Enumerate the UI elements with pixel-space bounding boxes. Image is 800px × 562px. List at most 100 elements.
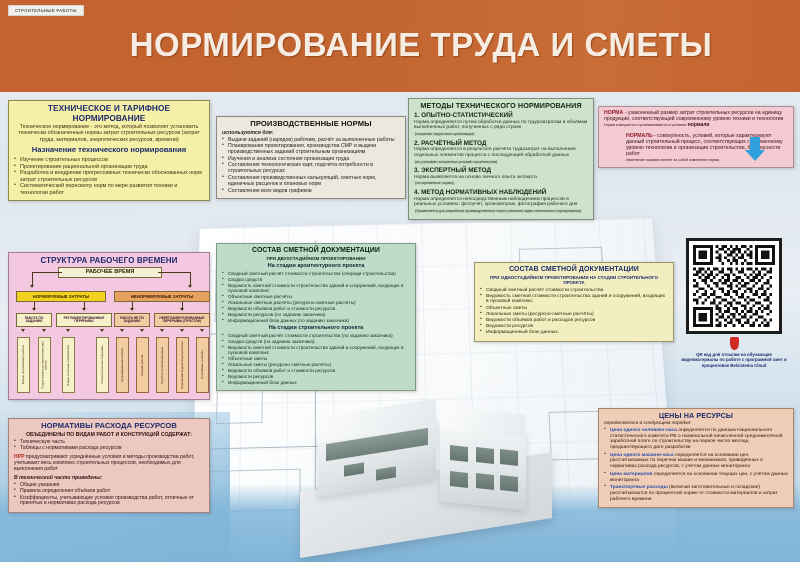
- norm-note-text: Норма измеряется и устанавливается в усл…: [604, 123, 688, 128]
- list-item: Ведомости объёмов работ и стоимости ресу…: [222, 305, 410, 311]
- diagram-leaf: Случайные причины: [196, 337, 209, 394]
- diagram-node-unregulated-breaks: НЕРЕГЛАМЕНТИРОВАННЫЕ ПЕРЕРЫВЫ (ПРОСТОИ): [154, 313, 210, 328]
- method-heading: 4. МЕТОД НОРМАТИВНЫХ НАБЛЮДЕНИЙ: [414, 189, 547, 197]
- model-window: [476, 473, 494, 490]
- stage-heading-construction: На стадии строительного проекта: [268, 325, 364, 332]
- working-time-diagram: РАБОЧЕЕ ВРЕМЯ НОРМИРУЕМЫЕ ЗАТРАТЫ НЕНОРМ…: [14, 267, 210, 395]
- list-item: Коэффициенты, учитывающие условия произв…: [14, 495, 204, 508]
- list-item: Ведомость сметной стоимости строительств…: [480, 293, 668, 305]
- norm-note-emph: нормали: [687, 122, 710, 129]
- price-term: Цена материалов: [610, 471, 653, 477]
- diagram-node-regulated-breaks: РЕГЛАМЕНТИРОВАННЫЕ ПЕРЕРЫВЫ: [56, 313, 112, 328]
- card-working-time-structure: СТРУКТУРА РАБОЧЕГО ВРЕМЕНИ РАБОЧЕЕ ВРЕМЯ…: [8, 252, 210, 401]
- normres-abbr: НРР: [14, 454, 25, 461]
- card-subtitle: Назначение технического нормирования: [31, 145, 187, 155]
- list-item: Ведомости объёмов работ и стоимости ресу…: [222, 367, 410, 373]
- price-text: определяется на основании текущих цен, с…: [610, 471, 788, 483]
- diagram-leaf: Подготовительно-заключительная работа: [38, 337, 51, 394]
- price-term: Цена одного машино-часа: [610, 452, 674, 458]
- card-rationing-methods: МЕТОДЫ ТЕХНИЧЕСКОГО НОРМИРОВАНИЯ 1. ОПЫТ…: [408, 98, 594, 220]
- normal-note: Изменение нормали влечёт за собой измене…: [626, 157, 720, 162]
- estimate-one-stage-list: Сводный сметный расчёт стоимости строите…: [480, 287, 668, 337]
- list-item: Цена одного машино-часа определяется на …: [604, 452, 788, 470]
- card-estimate-docs-one-stage: СОСТАВ СМЕТНОЙ ДОКУМЕНТАЦИИ ПРИ ОДНОСТАД…: [474, 262, 674, 342]
- poster-header: СТРОИТЕЛЬНЫЕ РАБОТЫ НОРМИРОВАНИЕ ТРУДА И…: [0, 0, 800, 92]
- list-item: Объектные сметы: [222, 355, 410, 361]
- card-title: НОРМАТИВЫ РАСХОДА РЕСУРСОВ: [41, 421, 177, 430]
- method-body: Норма определяется в результате расчёта …: [414, 147, 576, 158]
- card-title: СОСТАВ СМЕТНОЙ ДОКУМЕНТАЦИИ: [252, 247, 380, 254]
- list-item: Общие указания: [14, 482, 204, 489]
- list-item: Транспортные расходы (включая заготовите…: [604, 484, 788, 502]
- list-item: Составления производственных калькуляций…: [222, 174, 400, 187]
- list-item: Ведомости ресурсов: [480, 323, 668, 330]
- qr-caption: QR код для отсылки на обучающие видеомат…: [681, 352, 787, 368]
- diagram-leaf: Лишняя работа: [136, 337, 149, 394]
- location-pin-icon: [729, 337, 739, 350]
- diagram-node-non-normalized: НЕНОРМИРУЕМЫЕ ЗАТРАТЫ: [114, 291, 210, 303]
- norm-definition: НОРМА - узаконенный размер затрат строит…: [604, 110, 788, 122]
- list-item: Ведомости объёмов работ и расходов ресур…: [480, 317, 668, 324]
- list-item: Составления всех видов графиков: [222, 187, 400, 194]
- list-item: Планирования проектирования, производств…: [222, 142, 400, 155]
- method-body: Норма определяется путем обработки данны…: [414, 119, 588, 131]
- card-title: ЦЕНЫ НА РЕСУРСЫ: [658, 411, 734, 420]
- method-heading: 1. ОПЫТНО-СТАТИСТИЧЕСКИЙ: [414, 112, 513, 120]
- card-estimate-docs-two-stage: СОСТАВ СМЕТНОЙ ДОКУМЕНТАЦИИ ПРИ ДВУХСТАД…: [216, 243, 416, 391]
- method-heading: 3. ЭКСПЕРТНЫЙ МЕТОД: [414, 167, 492, 175]
- diagram-node-normalized: НОРМИРУЕМЫЕ ЗАТРАТЫ: [16, 291, 106, 303]
- diagram-root-node: РАБОЧЕЕ ВРЕМЯ: [58, 267, 162, 279]
- card-resource-prices: ЦЕНЫ НА РЕСУРСЫ определяются в следующем…: [598, 408, 794, 508]
- card-subtitle: ОБЪЕДИНЕНЫ ПО ВИДАМ РАБОТ И КОНСТРУКЦИЙ …: [26, 431, 192, 438]
- card-resource-consumption-norms: НОРМАТИВЫ РАСХОДА РЕСУРСОВ ОБЪЕДИНЕНЫ ПО…: [8, 418, 210, 513]
- normres-paragraph: НРР предусматривают усреднённые условия …: [14, 454, 204, 473]
- normres-list: Техническую часть Таблицы с нормативами …: [14, 439, 204, 452]
- card-lead: используются для:: [222, 129, 274, 136]
- list-item: Техническую часть: [14, 439, 204, 446]
- price-term: Цена одного человеко-часа: [610, 428, 677, 434]
- qr-code-frame[interactable]: [686, 238, 782, 334]
- diagram-leaf: Отдых и личные потребности: [62, 337, 75, 394]
- list-item: Локальные сметы (ресурсно-сметные расчёт…: [480, 311, 668, 318]
- list-item: Цена материалов определяется на основани…: [604, 471, 788, 483]
- card-title: СОСТАВ СМЕТНОЙ ДОКУМЕНТАЦИИ: [509, 266, 639, 273]
- card-title: ТЕХНИЧЕСКОЕ И ТАРИФНОЕ НОРМИРОВАНИЕ: [47, 103, 171, 123]
- card-title: МЕТОДЫ ТЕХНИЧЕСКОГО НОРМИРОВАНИЯ: [420, 101, 582, 110]
- normal-term: НОРМАЛЬ: [626, 132, 653, 139]
- norm-text: - узаконенный размер затрат строительных…: [604, 110, 784, 123]
- card-production-norms: ПРОИЗВОДСТВЕННЫЕ НОРМЫ используются для:…: [216, 116, 406, 200]
- price-text: определяется по данным Национального ста…: [610, 428, 783, 451]
- method-body: Норма выявляется на основе личного опыта…: [414, 174, 537, 180]
- card-subtitle: ПРИ ДВУХСТАДИЙНОМ ПРОЕКТИРОВАНИИ: [266, 256, 366, 261]
- list-item: Систематический пересмотр норм по мере р…: [14, 182, 204, 196]
- normres-list-2: Общие указания Правила определения объём…: [14, 482, 204, 508]
- list-item: Информационный блок данных.: [480, 329, 668, 336]
- list-item: Изучение строительных процессов: [14, 156, 204, 163]
- price-term: Транспортные расходы: [610, 485, 668, 491]
- model-window: [500, 449, 518, 466]
- diagram-leaf: Время оперативной работы: [17, 337, 30, 394]
- qr-code-icon[interactable]: [693, 245, 775, 327]
- normal-definition: НОРМАЛЬ - совокупность, условий, которые…: [626, 133, 788, 157]
- tech-list: Изучение строительных процессов Проектир…: [14, 156, 204, 196]
- list-item: Ведомости ресурсов (по заданию заказчика…: [222, 311, 410, 317]
- method-note: (это временные нормы): [414, 181, 455, 186]
- diagram-leaf: Простои организационные: [156, 337, 169, 394]
- list-item: Ведомости ресурсов: [222, 373, 410, 379]
- list-item: Сводный сметный расчёт стоимости строите…: [222, 270, 410, 276]
- diagram-node-work-by-task: РАБОТА ПО ЗАДАНИЮ: [16, 313, 52, 328]
- list-item: Разработка и внедрение прогрессивных тех…: [14, 169, 204, 183]
- list-item: Изучения и анализа состояния организации…: [222, 155, 400, 162]
- building-model-illustration: [300, 398, 560, 558]
- card-technical-rationing: ТЕХНИЧЕСКОЕ И ТАРИФНОЕ НОРМИРОВАНИЕ Техн…: [8, 100, 210, 202]
- qr-block[interactable]: QR код для отсылки на обучающие видеомат…: [678, 238, 790, 368]
- price-text: (включая заготовительные и складские) ра…: [610, 485, 778, 502]
- prices-list: Цена одного человеко-часа определяется п…: [604, 427, 788, 502]
- norm-term: НОРМА: [604, 110, 624, 116]
- list-item: Информационный блок данных: [222, 379, 410, 385]
- normres-text: предусматривают усреднённые условия и ме…: [14, 454, 195, 472]
- method-body: Норма определяется непосредственным набл…: [414, 196, 578, 208]
- list-item: Локальные сметы (ресурсно-сметные расчёт…: [222, 361, 410, 367]
- list-item: Проектирование рациональной организации …: [14, 163, 204, 170]
- card-title: ПРОИЗВОДСТВЕННЫЕ НОРМЫ: [250, 119, 372, 128]
